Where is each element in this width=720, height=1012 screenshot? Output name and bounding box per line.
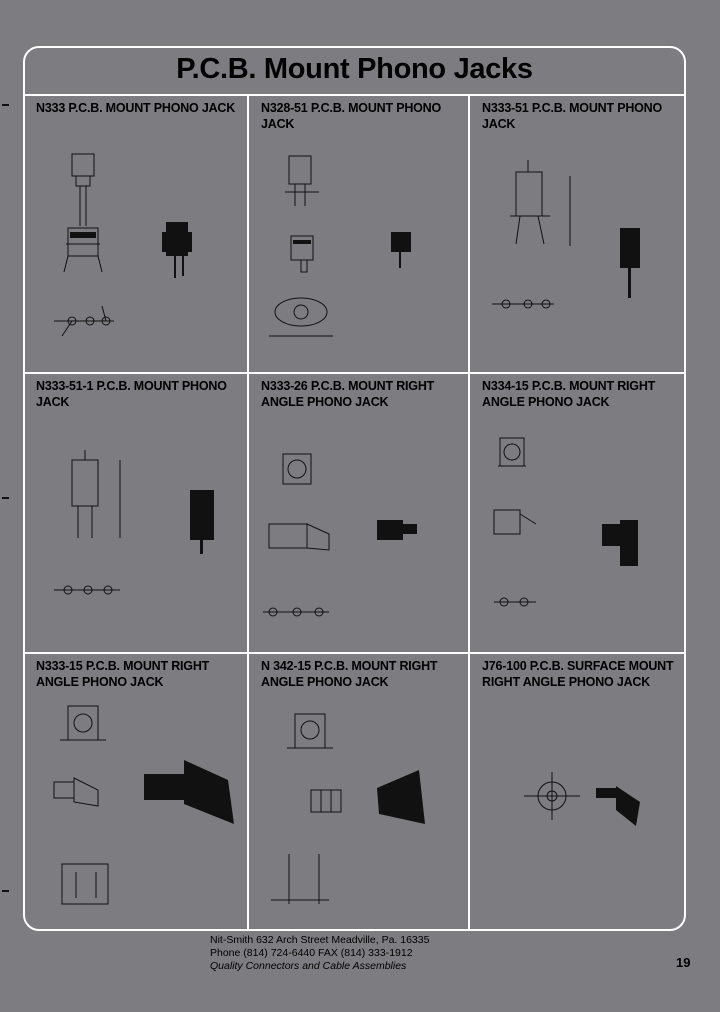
footer-address: Nit-Smith 632 Arch Street Meadville, Pa.… bbox=[210, 934, 430, 946]
margin-tick-middle bbox=[2, 497, 9, 499]
row-divider-1 bbox=[24, 372, 685, 374]
row-divider-2 bbox=[24, 652, 685, 654]
product-drawing bbox=[493, 437, 638, 607]
product-drawing bbox=[263, 453, 417, 617]
product-drawing bbox=[492, 160, 640, 309]
page-number: 19 bbox=[676, 955, 691, 970]
product-title: N333-15 P.C.B. MOUNT RIGHT ANGLE PHONO J… bbox=[36, 659, 210, 689]
product-drawing bbox=[524, 772, 640, 826]
footer-phone: Phone (814) 724-6440 FAX (814) 333-1912 bbox=[210, 947, 413, 959]
product-cell-n334-15: N334-15 P.C.B. MOUNT RIGHT ANGLE PHONO J… bbox=[470, 374, 685, 652]
product-title: N328-51 P.C.B. MOUNT PHONO JACK bbox=[261, 101, 442, 131]
product-drawing bbox=[53, 705, 234, 905]
product-cell-n328-51: N328-51 P.C.B. MOUNT PHONO JACK bbox=[249, 96, 468, 372]
product-title: N334-15 P.C.B. MOUNT RIGHT ANGLE PHONO J… bbox=[482, 379, 656, 409]
product-cell-n333-15: N333-15 P.C.B. MOUNT RIGHT ANGLE PHONO J… bbox=[24, 654, 247, 930]
product-cell-n333-51-1: N333-51-1 P.C.B. MOUNT PHONO JACK bbox=[24, 374, 247, 652]
title-divider bbox=[23, 94, 686, 96]
catalog-frame bbox=[23, 46, 686, 931]
product-cell-n333: N333 P.C.B. MOUNT PHONO JACK bbox=[24, 96, 247, 372]
product-drawing bbox=[271, 713, 425, 904]
column-divider-1 bbox=[247, 95, 249, 930]
product-cell-n333-26: N333-26 P.C.B. MOUNT RIGHT ANGLE PHONO J… bbox=[249, 374, 468, 652]
margin-tick-bottom bbox=[2, 890, 9, 892]
product-title: N333 P.C.B. MOUNT PHONO JACK bbox=[36, 101, 236, 115]
company-footer: Nit-Smith 632 Arch Street Meadville, Pa.… bbox=[210, 934, 429, 973]
footer-tagline: Quality Connectors and Cable Assemblies bbox=[210, 960, 407, 972]
product-cell-n333-51: N333-51 P.C.B. MOUNT PHONO JACK bbox=[470, 96, 685, 372]
product-drawing bbox=[54, 450, 214, 595]
page-title: P.C.B. Mount Phono Jacks bbox=[176, 53, 533, 85]
column-divider-2 bbox=[468, 95, 470, 930]
product-cell-n342-15: N 342-15 P.C.B. MOUNT RIGHT ANGLE PHONO … bbox=[249, 654, 468, 930]
margin-tick-top bbox=[2, 104, 9, 106]
product-drawing bbox=[269, 155, 411, 337]
product-title: N333-26 P.C.B. MOUNT RIGHT ANGLE PHONO J… bbox=[261, 379, 435, 409]
product-title: N333-51 P.C.B. MOUNT PHONO JACK bbox=[482, 101, 663, 131]
product-cell-j76-100: J76-100 P.C.B. SURFACE MOUNT RIGHT ANGLE… bbox=[470, 654, 685, 930]
product-title: N 342-15 P.C.B. MOUNT RIGHT ANGLE PHONO … bbox=[261, 659, 438, 689]
product-title: N333-51-1 P.C.B. MOUNT PHONO JACK bbox=[36, 379, 227, 409]
product-title: J76-100 P.C.B. SURFACE MOUNT RIGHT ANGLE… bbox=[482, 659, 674, 689]
product-drawing bbox=[54, 153, 192, 337]
